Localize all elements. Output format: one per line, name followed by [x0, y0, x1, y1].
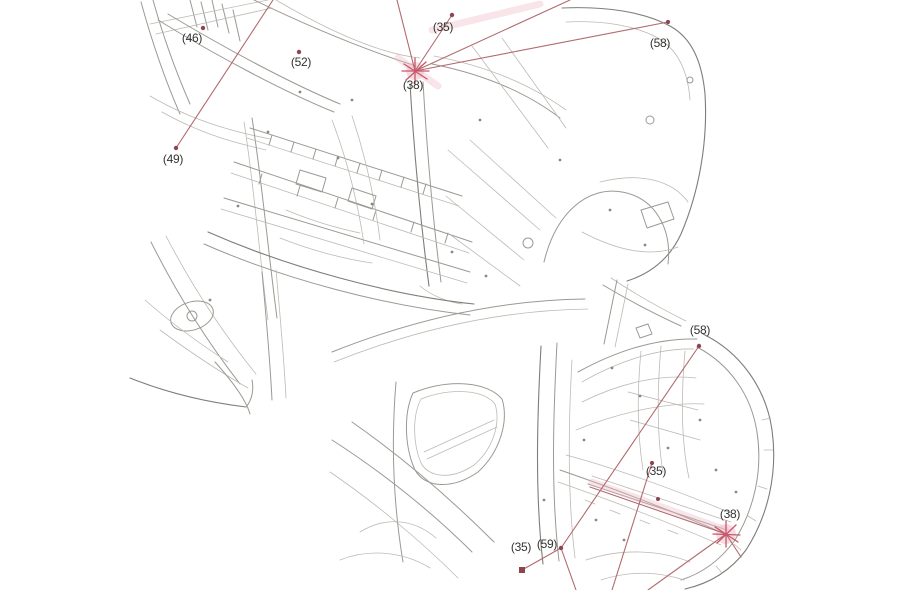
callout-35-bottom-upper: (35): [645, 464, 667, 478]
bottom-view-leader-lines: [519, 343, 742, 590]
callout-38-bottom: (38): [719, 507, 741, 521]
bottom-view-line-art: [329, 277, 775, 590]
callout-58-top: (58): [649, 36, 671, 50]
callout-35-top: (35): [432, 20, 454, 34]
bottom-view-fastener-dots: [542, 366, 738, 542]
callout-59-bottom: (59): [536, 537, 558, 551]
callout-46-top: (46): [181, 31, 203, 45]
hub-marker-38-rear: [712, 520, 741, 548]
callout-35-bottom-lower: (35): [510, 540, 532, 554]
callout-52-top: (52): [290, 55, 312, 69]
top-view-leader-lines: [173, 0, 671, 151]
hub-marker-38: [401, 57, 430, 85]
callout-58-bottom: (58): [689, 323, 711, 337]
callout-49-top: (49): [162, 152, 184, 166]
callout-38-top: (38): [402, 78, 424, 92]
top-view-fastener-dots: [208, 90, 647, 302]
top-view-line-art: [129, 0, 707, 415]
